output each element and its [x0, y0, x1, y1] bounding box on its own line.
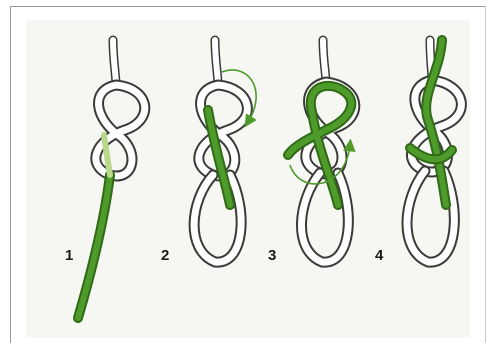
knot-step-4: [407, 40, 461, 262]
step-label-3: 3: [268, 247, 276, 264]
step-label-4: 4: [375, 247, 383, 264]
step-label-2: 2: [161, 247, 169, 264]
knot-step-2: [194, 40, 256, 262]
knot-step-1: [78, 40, 145, 318]
step-label-1: 1: [65, 247, 73, 264]
knot-step-3: [288, 40, 355, 262]
